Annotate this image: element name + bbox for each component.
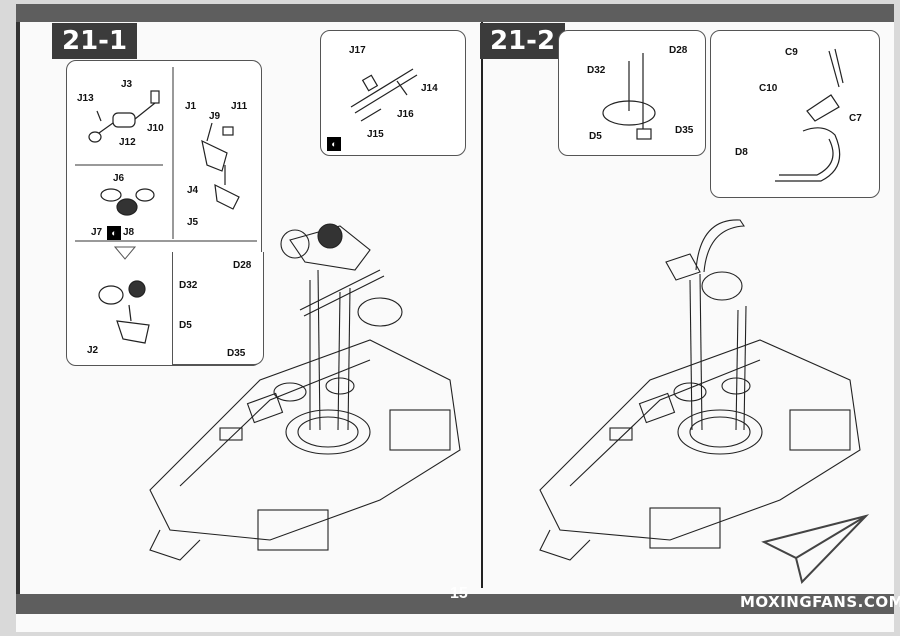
step-21-1-label: 21-1 — [52, 23, 138, 59]
part-label: J17 — [349, 45, 366, 56]
part-label: J11 — [231, 101, 248, 112]
page-divider — [481, 22, 483, 588]
part-label: D32 — [587, 65, 606, 76]
bottom-band — [16, 594, 894, 614]
watermark-logo-plane — [761, 514, 870, 584]
binding-edge — [16, 22, 20, 612]
part-label: D5 — [179, 320, 192, 331]
step-21-2-label: 21-2 — [480, 23, 566, 59]
part-label: J7 — [91, 227, 103, 238]
watermark-text: MOXINGFANS.COM — [740, 593, 900, 611]
part-label: D28 — [233, 260, 252, 271]
part-label: J1 — [185, 101, 197, 112]
part-label: J5 — [187, 217, 199, 228]
part-label: J6 — [113, 173, 125, 184]
hull-drawing-step-21-1 — [149, 223, 461, 561]
part-label: J10 — [147, 123, 164, 134]
subassembly-box-periscope: D28 D32 D5 D35 — [172, 252, 264, 365]
part-label: C10 — [759, 83, 778, 94]
part-label: C7 — [849, 113, 862, 124]
subassembly-box-periscope-2: D28 D32 D5 D35 — [558, 30, 706, 156]
symmetry-icon: ◐ — [327, 137, 341, 151]
part-label: D5 — [589, 131, 602, 142]
part-label: J14 — [421, 83, 438, 94]
part-label: J13 — [77, 93, 94, 104]
part-label: D8 — [735, 147, 748, 158]
part-label: D35 — [675, 125, 694, 136]
part-label: D32 — [179, 280, 198, 291]
top-band — [16, 4, 894, 22]
part-label: J16 — [397, 109, 414, 120]
hull-drawing-step-21-2 — [539, 219, 861, 561]
page-number: 15 — [450, 585, 468, 602]
part-label: J3 — [121, 79, 133, 90]
part-label: J4 — [187, 185, 199, 196]
subassembly-lines — [75, 67, 257, 359]
part-label: J15 — [367, 129, 384, 140]
part-label: C9 — [785, 47, 798, 58]
part-label: J12 — [119, 137, 136, 148]
symmetry-icon: ◐ — [107, 226, 121, 240]
part-label: J8 — [123, 227, 135, 238]
subassembly-box-rail: C9 C10 C7 D8 — [710, 30, 880, 198]
part-label: D35 — [227, 348, 246, 359]
part-label: D28 — [669, 45, 688, 56]
part-label: J2 — [87, 345, 99, 356]
subassembly-box-antenna: J17 J14 J16 J15 ◐ — [320, 30, 466, 156]
part-label: J9 — [209, 111, 221, 122]
